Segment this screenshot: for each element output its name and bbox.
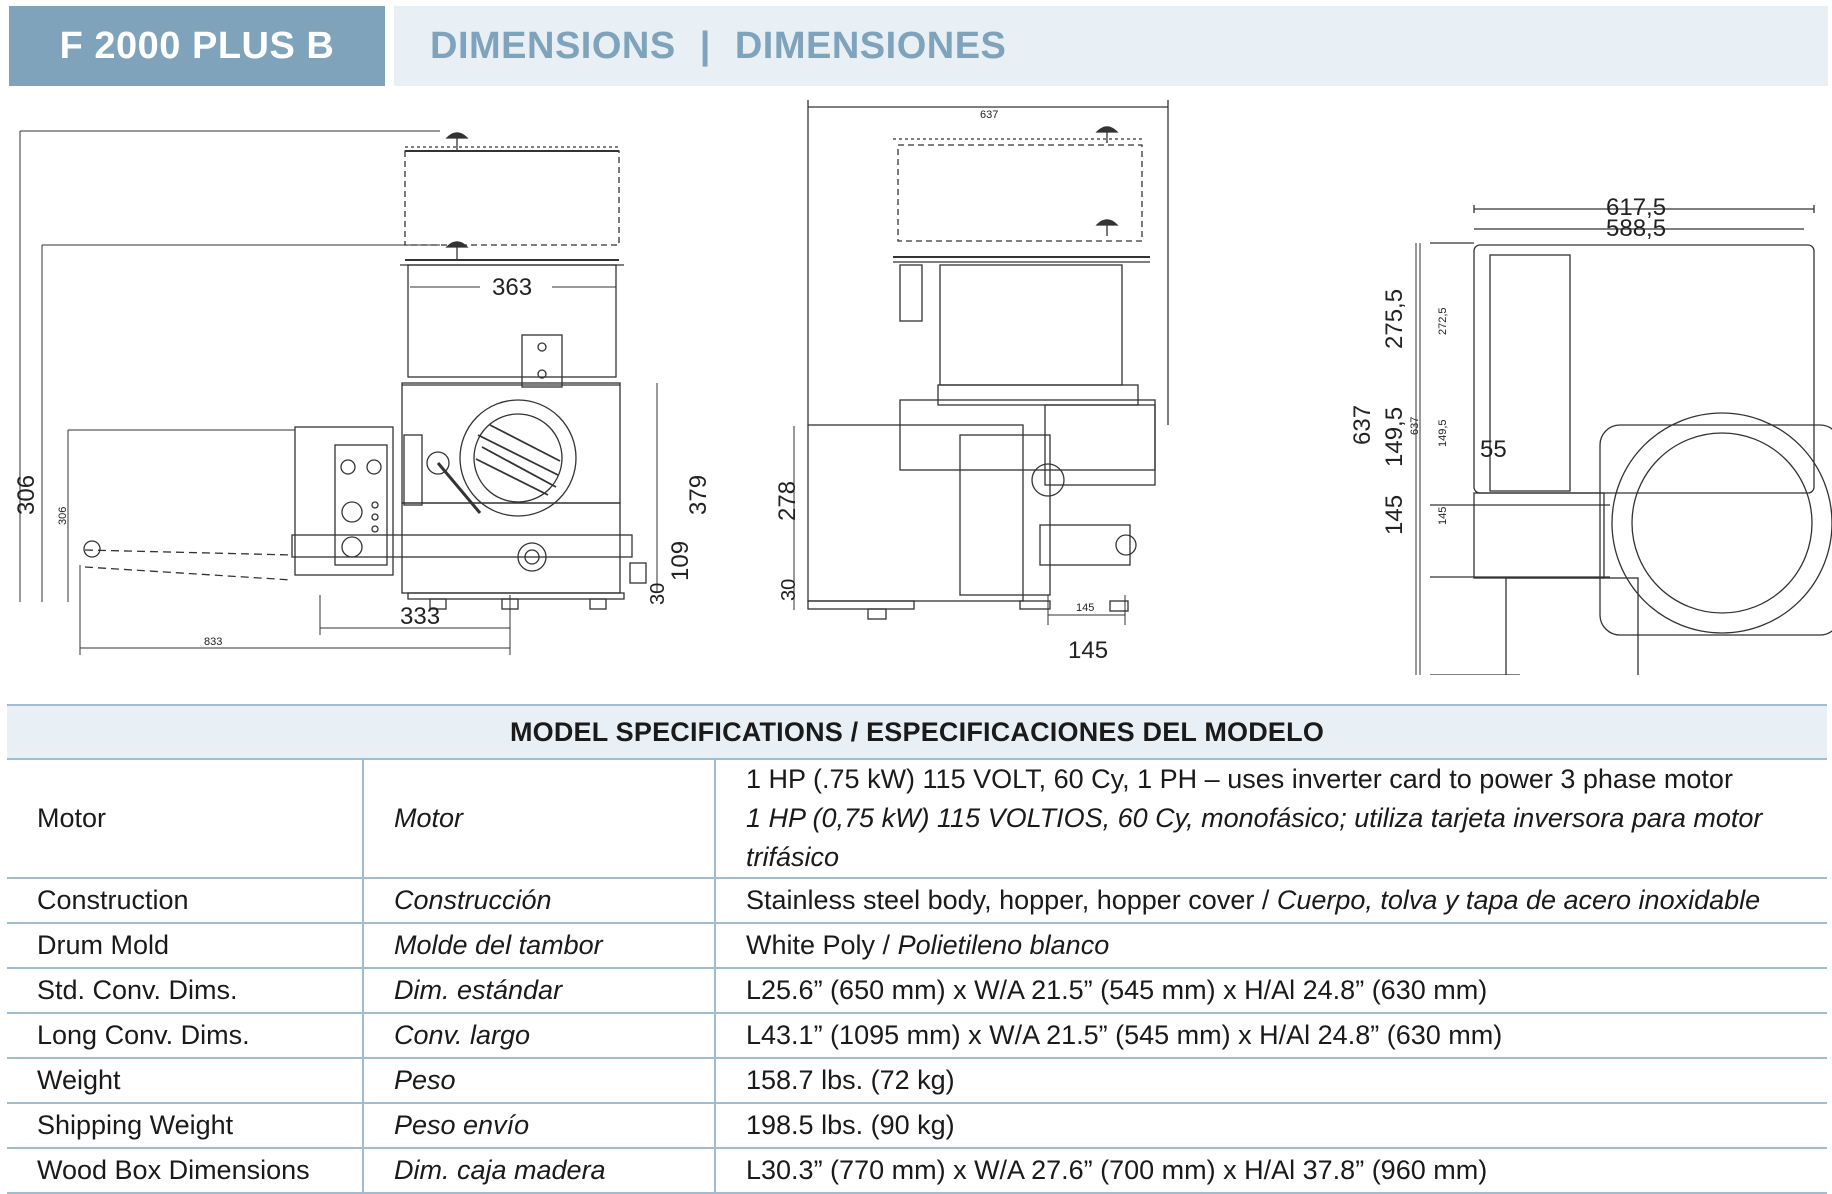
top-lower-section-small: 145	[1437, 507, 1449, 525]
spec-value-en: 1 HP (.75 kW) 115 VOLT, 60 Cy, 1 PH – us…	[746, 764, 1733, 794]
spec-value: 158.7 lbs. (72 kg)	[714, 1058, 1827, 1105]
table-row: Weight Peso 158.7 lbs. (72 kg)	[7, 1058, 1827, 1105]
specifications-title: MODEL SPECIFICATIONS / ESPECIFICACIONES …	[7, 704, 1827, 760]
top-total-depth-small: 637	[1409, 417, 1421, 435]
dimension-drawing-svg: 306 306 363 379 109 30 333 833 637 278 3…	[13, 100, 1832, 675]
spec-value-en: White Poly /	[746, 930, 891, 961]
top-upper-section-small: 272,5	[1437, 307, 1449, 335]
spec-label-en: Long Conv. Dims.	[7, 1013, 363, 1060]
spec-label-es: Peso envío	[362, 1103, 715, 1150]
spec-label-es: Molde del tambor	[362, 923, 715, 970]
spec-label-en: Construction	[7, 878, 363, 925]
front-overall-height: 306	[13, 475, 40, 515]
spec-value-es: Cuerpo, tolva y tapa de acero inoxidable	[1276, 885, 1761, 916]
model-name: F 2000 PLUS B	[59, 24, 335, 67]
table-row: Std. Conv. Dims. Dim. estándar L25.6” (6…	[7, 968, 1827, 1015]
top-total-depth: 637	[1349, 405, 1376, 445]
table-row: Motor Motor 1 HP (.75 kW) 115 VOLT, 60 C…	[7, 759, 1827, 880]
spec-label-en: Std. Conv. Dims.	[7, 968, 363, 1015]
front-total-length: 833	[204, 636, 222, 648]
spec-value: L25.6” (650 mm) x W/A 21.5” (545 mm) x H…	[714, 968, 1827, 1015]
spec-value: Stainless steel body, hopper, hopper cov…	[714, 878, 1827, 925]
spec-label-es: Dim. caja madera	[362, 1148, 715, 1194]
table-row: Drum Mold Molde del tambor White Poly / …	[7, 923, 1827, 970]
spec-label-en: Drum Mold	[7, 923, 363, 970]
spec-value: 1 HP (.75 kW) 115 VOLT, 60 Cy, 1 PH – us…	[714, 759, 1827, 880]
top-upper-section: 275,5	[1381, 289, 1408, 349]
top-width-outer: 617,5	[1606, 194, 1666, 221]
spec-value: 198.5 lbs. (90 kg)	[714, 1103, 1827, 1150]
specifications-table: MODEL SPECIFICATIONS / ESPECIFICACIONES …	[7, 704, 1827, 1194]
spec-value-es: 1 HP (0,75 kW) 115 VOLTIOS, 60 Cy, monof…	[746, 803, 1763, 873]
front-view	[83, 132, 647, 610]
spec-label-en: Wood Box Dimensions	[7, 1148, 363, 1194]
front-foot-height: 30	[647, 583, 669, 605]
title-es: DIMENSIONES	[734, 24, 1007, 67]
side-offset-small: 145	[1076, 602, 1094, 614]
side-offset-large: 145	[1068, 637, 1108, 664]
side-top-width: 637	[980, 109, 998, 121]
spec-label-en: Motor	[7, 759, 363, 880]
technical-drawing: 306 306 363 379 109 30 333 833 637 278 3…	[0, 95, 1832, 675]
top-view	[1430, 205, 1832, 675]
top-gap: 55	[1480, 436, 1507, 463]
front-conveyor-height: 109	[667, 541, 694, 581]
spec-label-es: Motor	[362, 759, 715, 880]
spec-value-es: Polietileno blanco	[897, 930, 1110, 961]
front-body-height: 379	[685, 475, 712, 515]
spec-value-en: Stainless steel body, hopper, hopper cov…	[746, 885, 1270, 916]
top-middle-section-small: 149,5	[1437, 419, 1449, 447]
table-row: Construction Construcción Stainless stee…	[7, 878, 1827, 925]
top-lower-section: 145	[1381, 495, 1408, 535]
spec-value: L43.1” (1095 mm) x W/A 21.5” (545 mm) x …	[714, 1013, 1827, 1060]
title-en: DIMENSIONS	[430, 24, 676, 67]
table-row: Shipping Weight Peso envío 198.5 lbs. (9…	[7, 1103, 1827, 1150]
spec-label-es: Construcción	[362, 878, 715, 925]
model-name-banner: F 2000 PLUS B	[9, 6, 385, 86]
spec-value: White Poly / Polietileno blanco	[714, 923, 1827, 970]
table-row: Wood Box Dimensions Dim. caja madera L30…	[7, 1148, 1827, 1194]
spec-label-en: Weight	[7, 1058, 363, 1105]
dimensions-banner: DIMENSIONS | DIMENSIONES	[394, 6, 1828, 86]
top-width-inner: 588,5	[1606, 215, 1666, 242]
table-row: Long Conv. Dims. Conv. largo L43.1” (109…	[7, 1013, 1827, 1060]
front-base-width: 333	[400, 603, 440, 630]
side-view	[807, 100, 1169, 620]
spec-label-es: Conv. largo	[362, 1013, 715, 1060]
spec-label-en: Shipping Weight	[7, 1103, 363, 1150]
spec-label-es: Peso	[362, 1058, 715, 1105]
spec-value: L30.3” (770 mm) x W/A 27.6” (700 mm) x H…	[714, 1148, 1827, 1194]
top-middle-section: 149,5	[1381, 407, 1408, 467]
spec-label-es: Dim. estándar	[362, 968, 715, 1015]
side-body-height: 278	[774, 481, 801, 521]
front-overall-height-small: 306	[57, 507, 69, 525]
front-hopper-width: 363	[492, 274, 532, 301]
title-separator: |	[699, 24, 711, 67]
side-foot-height: 30	[778, 579, 800, 601]
